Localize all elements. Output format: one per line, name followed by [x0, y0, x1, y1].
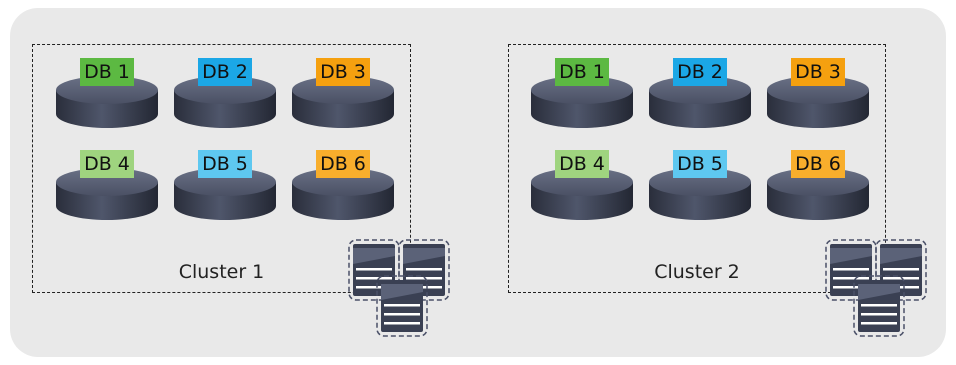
database-label: DB 6: [791, 150, 845, 178]
server-stack-icon: [343, 236, 455, 344]
cluster-1-label: Cluster 1: [178, 261, 265, 283]
database-label: DB 6: [316, 150, 370, 178]
database-disk-icon: DB 6: [290, 150, 396, 224]
database-label: DB 4: [555, 150, 609, 178]
database-label: DB 1: [555, 58, 609, 86]
database-disk-icon: DB 5: [172, 150, 278, 224]
database-disk-icon: DB 3: [290, 58, 396, 132]
database-disk-icon: DB 6: [765, 150, 871, 224]
database-disk-icon: DB 2: [647, 58, 753, 132]
cluster-2: Cluster 2: [508, 44, 886, 293]
database-disk-icon: DB 3: [765, 58, 871, 132]
database-label: DB 3: [791, 58, 845, 86]
database-label: DB 2: [673, 58, 727, 86]
database-label: DB 5: [198, 150, 252, 178]
database-disk-icon: DB 1: [54, 58, 160, 132]
database-label: DB 5: [673, 150, 727, 178]
database-label: DB 4: [80, 150, 134, 178]
database-label: DB 1: [80, 58, 134, 86]
server-stack-icon: [820, 236, 932, 344]
cluster-2-label: Cluster 2: [654, 261, 740, 283]
cluster-1: Cluster 1: [32, 44, 411, 293]
database-label: DB 3: [316, 58, 370, 86]
database-disk-icon: DB 5: [647, 150, 753, 224]
database-disk-icon: DB 1: [529, 58, 635, 132]
database-disk-icon: DB 2: [172, 58, 278, 132]
database-label: DB 2: [198, 58, 252, 86]
database-disk-icon: DB 4: [54, 150, 160, 224]
database-disk-icon: DB 4: [529, 150, 635, 224]
